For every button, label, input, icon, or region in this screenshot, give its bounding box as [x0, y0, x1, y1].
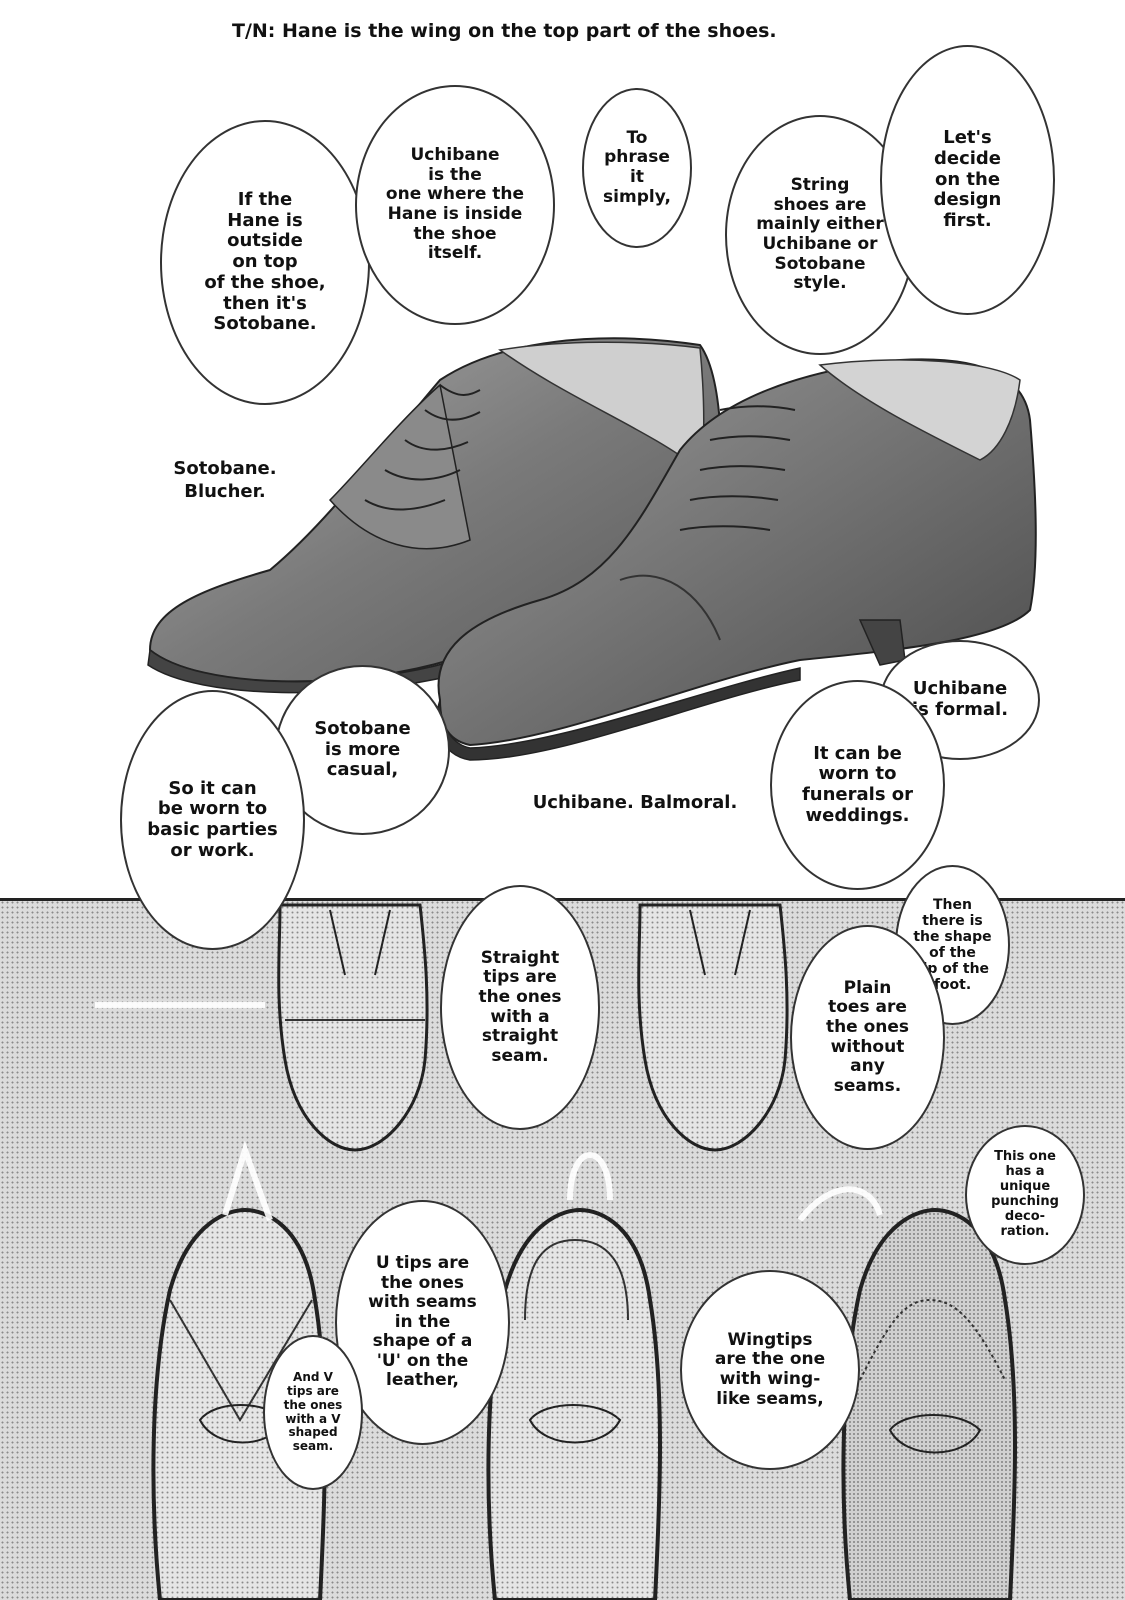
bubble-text: Plain toes are the ones without any seam… — [825, 977, 910, 1096]
outline-shapes — [95, 1002, 883, 1222]
u-tip-shoe-drawing — [486, 1207, 662, 1600]
speech-bubble-phrase: To phrase it simply, — [582, 88, 692, 248]
speech-bubble-uchibane-definition: Uchibane is the one where the Hane is in… — [355, 85, 555, 325]
bubble-text: If the Hane is outside on top of the sho… — [204, 189, 326, 335]
uchibane-shoe-drawing — [436, 358, 1037, 761]
speech-bubble-plain-toes: Plain toes are the ones without any seam… — [790, 925, 945, 1150]
bubble-text: Uchibane is the one where the Hane is in… — [385, 145, 525, 264]
bubble-text: And V tips are the ones with a V shaped … — [283, 1370, 343, 1454]
speech-bubble-string-shoes: String shoes are mainly either Uchibane … — [725, 115, 915, 355]
sotobane-shoe-drawing — [147, 337, 723, 694]
bubble-text: So it can be worn to basic parties or wo… — [147, 777, 278, 861]
straight-tip-shoe-drawing — [277, 903, 429, 1152]
bubble-text: It can be worn to funerals or weddings. — [801, 742, 914, 826]
speech-bubble-u-tips: U tips are the ones with seams in the sh… — [335, 1200, 510, 1445]
bubble-text: This one has a unique punching deco- rat… — [991, 1149, 1059, 1239]
speech-bubble-straight-tips: Straight tips are the ones with a straig… — [440, 885, 600, 1130]
speech-bubble-basic-parties: So it can be worn to basic parties or wo… — [120, 690, 305, 950]
bubble-text: U tips are the ones with seams in the sh… — [368, 1253, 477, 1391]
bubble-text: String shoes are mainly either Uchibane … — [756, 175, 884, 294]
speech-bubble-funerals: It can be worn to funerals or weddings. — [770, 680, 945, 890]
wingtip-shoe-drawing — [841, 1207, 1017, 1600]
bubble-text: Wingtips are the one with wing- like sea… — [714, 1329, 826, 1409]
panel-divider — [0, 898, 1125, 901]
plain-toe-shoe-drawing — [637, 903, 789, 1152]
bubble-text: Let's decide on the design first. — [933, 127, 1002, 232]
speech-bubble-v-tips: And V tips are the ones with a V shaped … — [263, 1335, 363, 1490]
speech-bubble-wingtips: Wingtips are the one with wing- like sea… — [680, 1270, 860, 1470]
bubble-text: Straight tips are the ones with a straig… — [478, 947, 562, 1066]
speech-bubble-decide: Let's decide on the design first. — [880, 45, 1055, 315]
bubble-text: To phrase it simply, — [603, 127, 671, 207]
translator-note: T/N: Hane is the wing on the top part of… — [232, 20, 777, 42]
uchibane-label: Uchibane. Balmoral. — [532, 792, 738, 813]
bubble-text: Uchibane is formal. — [911, 678, 1009, 720]
speech-bubble-sotobane-definition: If the Hane is outside on top of the sho… — [160, 120, 370, 405]
bubble-text: Sotobane is more casual, — [314, 717, 411, 781]
sotobane-label: Sotobane. Blucher. — [173, 458, 277, 502]
speech-bubble-punching: This one has a unique punching deco- rat… — [965, 1125, 1085, 1265]
